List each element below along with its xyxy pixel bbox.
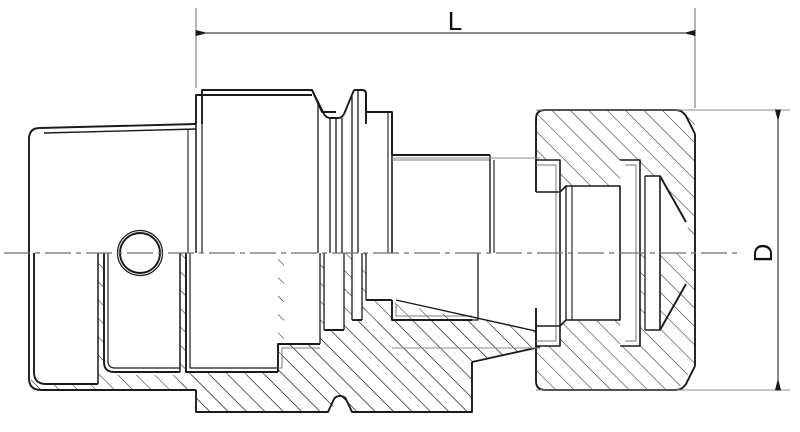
nut-void-upper-4 xyxy=(645,176,660,253)
left-flange-top-taper2 xyxy=(43,128,197,134)
left-flange-top-taper xyxy=(39,123,197,129)
nut-void-upper-2 xyxy=(560,186,620,253)
gripper-body-outline xyxy=(195,94,312,124)
left-bore-step4 xyxy=(185,253,278,373)
shaft-lower-edge xyxy=(472,253,479,321)
nut-chamfer-upper xyxy=(659,175,687,223)
nut-void-upper-1 xyxy=(536,160,560,253)
lower-step-1b xyxy=(278,347,320,369)
dimension-D: D xyxy=(748,109,782,391)
nut-bore-upper-1 xyxy=(536,159,561,253)
nut-bore-lower-2 xyxy=(559,253,621,327)
lower-bore-masks xyxy=(34,253,540,384)
nut-bore-lower-4 xyxy=(645,253,661,331)
nut-void-lower-4 xyxy=(645,253,660,330)
gripper-body-top xyxy=(202,89,336,113)
lower-step-6b xyxy=(395,304,472,317)
profile-outlines xyxy=(28,89,541,413)
nut-bore-upper-2 xyxy=(559,185,621,253)
left-bore-step4b xyxy=(189,253,278,369)
hatch-region-A xyxy=(29,302,540,412)
mask-bore-mid3 xyxy=(284,253,320,344)
v-groove-right-rise xyxy=(354,89,367,124)
mask-bore-left xyxy=(34,253,98,384)
nut-bore-lower-1 xyxy=(536,253,561,347)
nut-bore-upper-3b xyxy=(625,164,637,253)
lower-hatched-regions xyxy=(29,302,540,412)
left-bore-step xyxy=(103,253,180,373)
mask-bore-mid4 xyxy=(324,253,344,330)
mask-bore-mid1 xyxy=(104,253,180,372)
mask-bore-shaft2 xyxy=(478,253,540,332)
dim-L-label: L xyxy=(448,6,462,36)
mask-bore-shaft xyxy=(396,253,478,318)
left-bore-wall xyxy=(33,253,98,385)
mask-bore-mid5 xyxy=(352,253,362,320)
nut-bore-upper-4 xyxy=(645,175,661,253)
nut-bore-lower-1b xyxy=(536,253,557,342)
nut-bore-upper-3 xyxy=(620,159,641,253)
reference-lines xyxy=(392,109,790,391)
collet-nut-assembly xyxy=(535,109,696,391)
nut-void-upper-3 xyxy=(620,160,640,253)
nut-bore-upper-1b xyxy=(536,164,557,253)
nut-chamfer-lower xyxy=(659,283,687,331)
nut-void-lower-2 xyxy=(560,253,620,326)
nut-void-lower-1 xyxy=(536,253,560,346)
lower-outer-profile xyxy=(195,362,473,413)
dim-D-label: D xyxy=(748,244,778,263)
nut-void-lower-3 xyxy=(620,253,640,346)
nut-bore-lower-3b xyxy=(625,253,637,342)
mask-bore-mid2 xyxy=(186,253,278,372)
lower-step-6 xyxy=(391,300,472,321)
dimension-L: L xyxy=(195,6,696,108)
left-bore-step2 xyxy=(107,253,180,369)
left-flange-outline xyxy=(28,127,196,391)
drawing-body: L D xyxy=(4,6,790,413)
lower-step-1 xyxy=(277,343,320,372)
nut-bore-lower-3 xyxy=(620,253,641,347)
v-groove-profile xyxy=(311,89,355,119)
lower-taper-line-top xyxy=(395,299,541,333)
lower-taper-line xyxy=(471,346,541,363)
mask-bore-mid6 xyxy=(366,253,392,300)
collet-nut-upper-hatch xyxy=(536,110,695,253)
